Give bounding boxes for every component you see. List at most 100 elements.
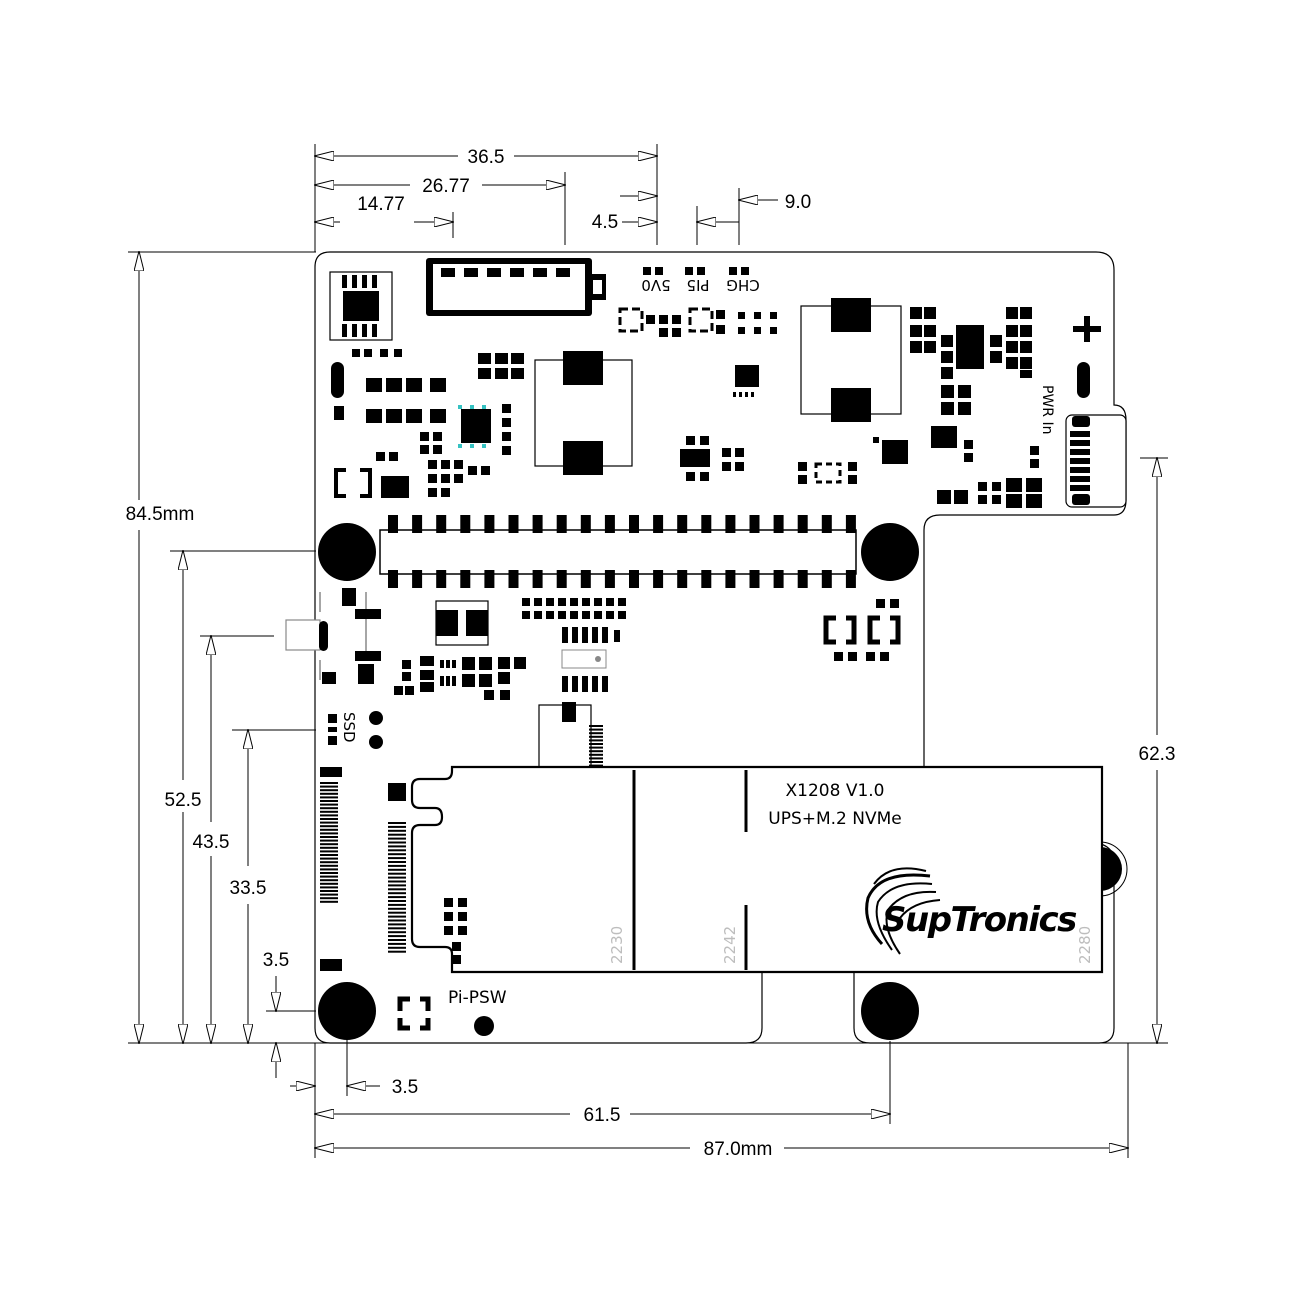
fpc-pin xyxy=(589,753,603,756)
header-pin xyxy=(604,515,615,533)
fpc-pin xyxy=(589,735,603,738)
size-2230-label: 2230 xyxy=(608,926,626,964)
grey-component xyxy=(561,649,607,669)
header-pin xyxy=(725,570,736,588)
header-pin xyxy=(845,570,856,588)
m2-pin xyxy=(388,900,406,902)
m2-pin xyxy=(388,864,406,867)
m2-pin xyxy=(320,850,338,853)
size-2242-label: 2242 xyxy=(721,926,739,964)
fpc-pin xyxy=(589,764,603,767)
m2-pin xyxy=(320,868,338,871)
dim-84-5: 84.5mm xyxy=(126,504,195,525)
pwr-in-label: PWR In xyxy=(1039,385,1055,434)
m2-pin xyxy=(320,818,338,820)
m2-pin xyxy=(320,825,338,828)
ssd-led xyxy=(369,735,383,749)
m2-pin xyxy=(388,841,406,844)
m2-pin xyxy=(388,861,406,863)
m2-pin xyxy=(388,857,406,860)
mounting-hole xyxy=(318,982,376,1040)
plus-symbol xyxy=(1073,316,1101,342)
fpc-pin xyxy=(589,739,603,742)
m2-pin xyxy=(320,839,338,842)
m2-pin xyxy=(320,792,338,795)
m2-pin xyxy=(320,893,338,896)
header-pin xyxy=(653,515,664,533)
mid-small-components xyxy=(394,598,626,700)
led-label-5v0: 5V0 xyxy=(641,276,670,294)
m2-pin xyxy=(388,837,406,840)
m2-pin xyxy=(388,919,406,922)
fpc-pin xyxy=(589,732,603,735)
size-2280-label: 2280 xyxy=(1076,926,1094,964)
header-pin xyxy=(532,515,543,533)
brand-label: SupTronics xyxy=(882,900,1077,940)
left-components xyxy=(334,353,524,498)
header-pin xyxy=(629,515,639,533)
m2-pin xyxy=(388,946,406,949)
fpc-pin xyxy=(589,757,603,760)
m2-pin xyxy=(388,942,406,945)
header-pin xyxy=(532,570,543,588)
slot xyxy=(331,362,344,398)
m2-pin xyxy=(320,782,338,784)
m2-pin xyxy=(388,833,406,836)
m2-pin xyxy=(320,789,338,792)
battery-connector xyxy=(426,258,606,316)
m2-pin xyxy=(388,950,406,953)
header-pin xyxy=(508,515,519,533)
right-components xyxy=(910,307,1042,508)
m2-pin xyxy=(320,864,338,867)
m2-pin xyxy=(320,836,338,838)
led-label-chg: CHG xyxy=(726,276,759,294)
m2-pin xyxy=(320,843,338,846)
suptronics-logo: SupTronics xyxy=(865,867,1079,955)
m2-pin xyxy=(388,880,406,883)
led-components xyxy=(618,307,777,337)
dimension-lines xyxy=(128,144,1168,1158)
m2-pin xyxy=(320,897,338,900)
small-pads xyxy=(352,349,402,357)
header-pin xyxy=(821,570,832,588)
mounting-hole xyxy=(861,982,919,1040)
header-pin xyxy=(797,570,808,588)
header-pin xyxy=(653,570,664,588)
switch-outline xyxy=(867,615,901,645)
m2-pin xyxy=(388,896,406,899)
dim-4-5: 4.5 xyxy=(592,212,618,233)
m2-slot xyxy=(410,765,1104,974)
dim-3-5-vertical: 3.5 xyxy=(263,950,289,971)
m2-pin xyxy=(388,939,406,941)
header-pin xyxy=(773,570,784,588)
header-pin xyxy=(556,515,567,533)
m2-pin xyxy=(388,927,406,930)
m2-pin xyxy=(320,828,338,831)
header-pin xyxy=(508,570,519,588)
m2-pin xyxy=(388,931,406,934)
m2-pin xyxy=(320,886,338,889)
side-switch xyxy=(285,588,381,684)
header-pin xyxy=(629,570,639,588)
header-pin xyxy=(821,515,832,533)
m2-pin xyxy=(320,803,338,806)
model-label: X1208 V1.0 xyxy=(786,781,885,801)
header-pin xyxy=(580,515,591,533)
m2-pin xyxy=(388,872,406,875)
pi-psw-switch xyxy=(397,996,431,1031)
power-ic xyxy=(435,600,489,646)
header-pin xyxy=(701,570,712,588)
dim-33-5: 33.5 xyxy=(230,878,267,899)
dim-62-3: 62.3 xyxy=(1139,744,1176,765)
m2-pin xyxy=(388,892,406,895)
m2-pin xyxy=(388,876,406,879)
m2-pin xyxy=(388,907,406,910)
m2-pin xyxy=(388,903,406,906)
inductor-right xyxy=(800,298,902,422)
header-pin xyxy=(749,515,760,533)
m2-pin xyxy=(320,796,338,799)
gpio-header xyxy=(379,515,857,588)
m2-pin xyxy=(320,890,338,892)
header-pin xyxy=(484,570,495,588)
top-left-chip xyxy=(329,271,393,341)
